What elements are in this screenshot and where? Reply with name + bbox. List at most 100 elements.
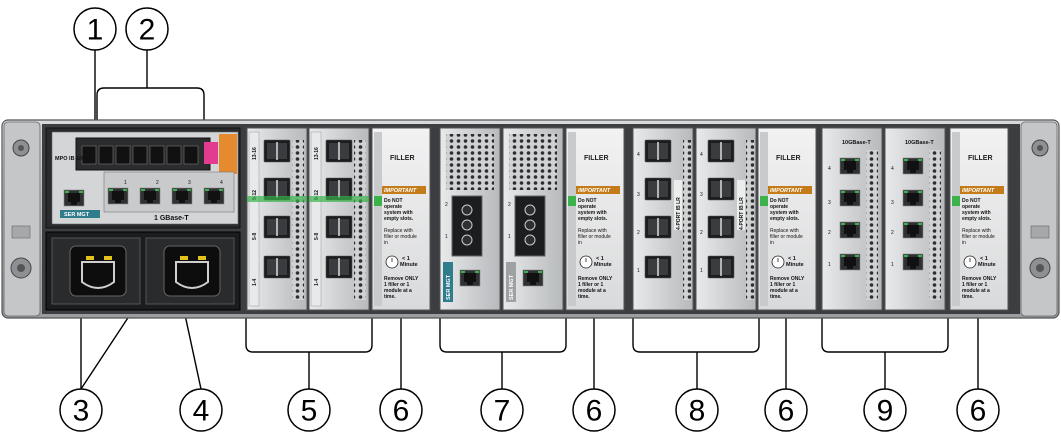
fiber-port[interactable] xyxy=(461,234,473,246)
warning-line: empty slots. xyxy=(384,216,414,222)
warning-line: operate xyxy=(578,204,596,210)
net-port[interactable] xyxy=(203,187,225,205)
ser-mgt-port[interactable] xyxy=(459,269,481,287)
remove-line: 1 filler or 1 xyxy=(384,282,410,288)
replace-line: in xyxy=(770,240,774,246)
replace-line: in xyxy=(962,240,966,246)
10g-port[interactable] xyxy=(839,221,861,239)
pink-status-label xyxy=(204,142,218,164)
copper-port-number: 3 xyxy=(828,200,831,206)
important-label: IMPORTANT xyxy=(962,188,995,194)
timer-label: Minute xyxy=(786,262,804,268)
orange-status-label xyxy=(219,134,237,174)
module-title: 10GBase-T xyxy=(842,140,871,146)
fiber-port[interactable] xyxy=(524,204,536,216)
replace-line: filler or module xyxy=(384,234,417,240)
callouts: 1 2 3 4 5 6 7 6 8 6 9 6 xyxy=(59,7,1000,432)
remove-line: time. xyxy=(962,294,974,300)
remove-line: Remove ONLY xyxy=(962,276,997,282)
qsfp-port[interactable] xyxy=(325,255,353,279)
warning-line: operate xyxy=(384,204,402,210)
callout-label: 6 xyxy=(393,395,410,428)
qsfp-port[interactable] xyxy=(707,255,735,279)
callout-label: 5 xyxy=(301,395,318,428)
warning-line: empty slots. xyxy=(962,216,992,222)
timer-label: Minute xyxy=(594,262,612,268)
qsfp-port[interactable] xyxy=(644,139,672,163)
warning-line: empty slots. xyxy=(578,216,608,222)
ser-mgt-label: SER MGT xyxy=(509,274,515,300)
copper-port-number: 2 xyxy=(828,230,831,236)
remove-line: 1 filler or 1 xyxy=(578,282,604,288)
timer-label: < 1 xyxy=(596,256,604,262)
filler-title: FILLER xyxy=(776,155,801,162)
net-port-number: 3 xyxy=(188,180,191,186)
callout-label: 3 xyxy=(73,395,90,428)
replace-line: in xyxy=(384,240,388,246)
ib-port-number: 3 xyxy=(700,192,703,198)
qsfp-port[interactable] xyxy=(263,139,291,163)
warning-line: Do NOT xyxy=(384,198,403,204)
qsfp-port[interactable] xyxy=(263,215,291,239)
10g-port[interactable] xyxy=(902,253,924,271)
qsfp-port[interactable] xyxy=(325,215,353,239)
ser-mgt-label: SER MGT xyxy=(446,274,452,300)
10g-port[interactable] xyxy=(902,189,924,207)
timer-label: Minute xyxy=(400,262,418,268)
fiber-port[interactable] xyxy=(524,234,536,246)
warning-line: system with xyxy=(384,210,413,216)
qsfp-port[interactable] xyxy=(325,139,353,163)
warning-line: operate xyxy=(962,204,980,210)
qsfp-port[interactable] xyxy=(707,139,735,163)
copper-port-number: 3 xyxy=(891,200,894,206)
ib-4port-module: 4 3 2 1 4-PORT IB LR xyxy=(695,127,757,311)
fiber-module: 2 1 SER MGT xyxy=(439,127,501,311)
10g-port[interactable] xyxy=(902,157,924,175)
ser-mgt-port[interactable] xyxy=(522,269,544,287)
net-port[interactable] xyxy=(171,187,193,205)
fiber-port[interactable] xyxy=(461,204,473,216)
remove-line: time. xyxy=(578,294,590,300)
filler-panel: FILLER IMPORTANT Do NOT operate system w… xyxy=(371,127,431,311)
warning-line: operate xyxy=(770,204,788,210)
10g-port[interactable] xyxy=(839,189,861,207)
group-label: 5-8 xyxy=(252,233,258,240)
10g-port[interactable] xyxy=(839,157,861,175)
fiber-port-number: 2 xyxy=(508,202,511,208)
replace-line: in xyxy=(578,240,582,246)
qsfp-port[interactable] xyxy=(263,255,291,279)
qsfp-port[interactable] xyxy=(707,177,735,201)
qsfp-port[interactable] xyxy=(644,215,672,239)
10g-port[interactable] xyxy=(839,253,861,271)
filler-panel: FILLER IMPORTANT Do NOT operate system w… xyxy=(949,127,1009,311)
remove-line: time. xyxy=(384,294,396,300)
ib-port-number: 1 xyxy=(700,268,703,274)
net-port[interactable] xyxy=(139,187,161,205)
copper-port-number: 4 xyxy=(828,166,831,172)
fiber-port[interactable] xyxy=(524,219,536,231)
qsfp-port[interactable] xyxy=(644,255,672,279)
fiber-port[interactable] xyxy=(461,219,473,231)
10g-port[interactable] xyxy=(902,221,924,239)
warning-line: Do NOT xyxy=(770,198,789,204)
callout-label: 9 xyxy=(877,395,894,428)
qsfp-module-16: 13-16 9-12 5-8 1-4 xyxy=(308,127,370,311)
replace-line: Replace with xyxy=(578,228,607,234)
group-label: 1-4 xyxy=(314,279,320,286)
qsfp-port[interactable] xyxy=(707,215,735,239)
fiber-port-number: 1 xyxy=(508,234,511,240)
copper-port-number: 4 xyxy=(891,166,894,172)
remove-line: module at a xyxy=(578,288,606,294)
callout-label: 2 xyxy=(139,14,156,47)
important-label: IMPORTANT xyxy=(384,188,417,194)
net-port[interactable] xyxy=(107,187,129,205)
copper-port-number: 2 xyxy=(891,230,894,236)
ser-mgt-port[interactable] xyxy=(63,189,85,207)
ib-port-number: 3 xyxy=(637,192,640,198)
group-label: 13-16 xyxy=(252,147,258,160)
fiber-module: 2 1 SER MGT xyxy=(502,127,564,311)
warning-line: empty slots. xyxy=(770,216,800,222)
mpo-ports xyxy=(81,145,199,165)
qsfp-port[interactable] xyxy=(644,177,672,201)
